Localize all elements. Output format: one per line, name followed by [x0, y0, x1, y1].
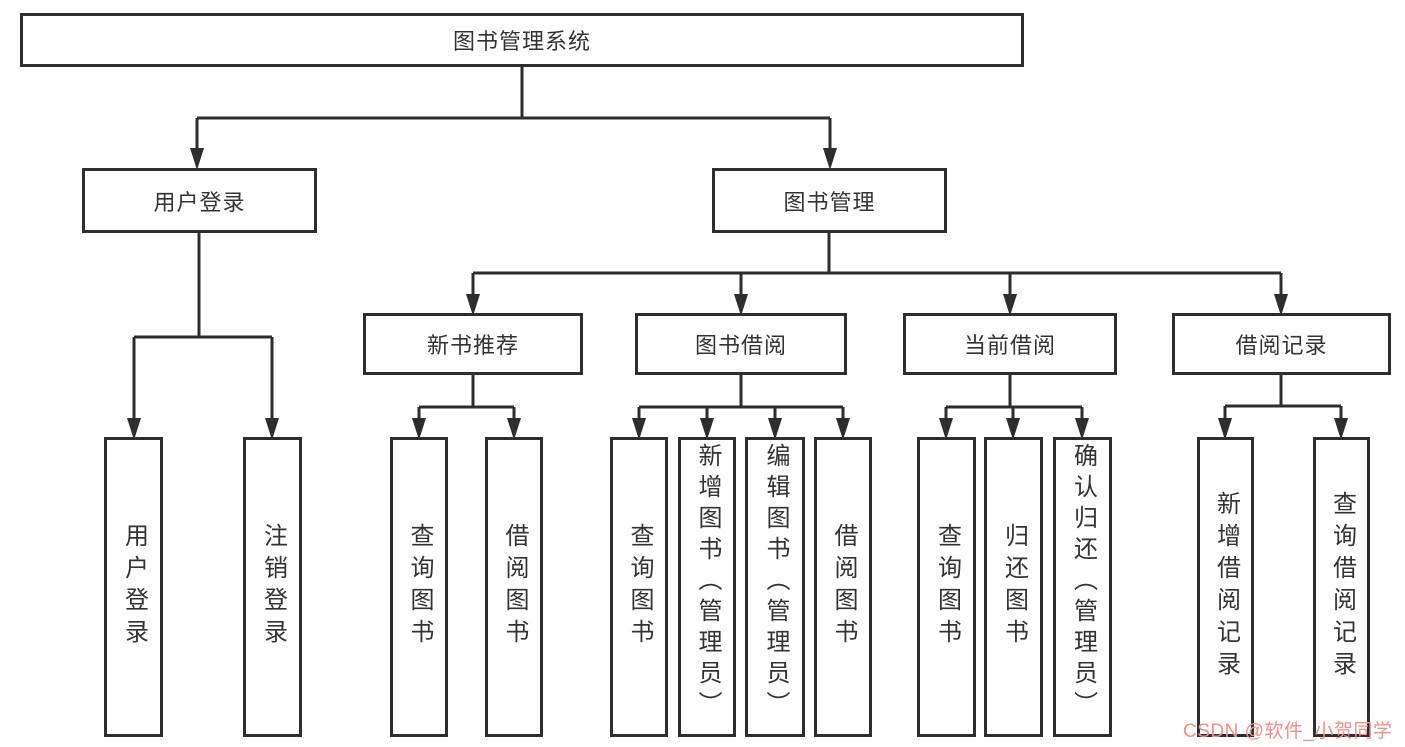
leaf-add-books-admin: 新增图书（管理员） [678, 437, 736, 737]
leaf-user-login: 用户登录 [104, 437, 163, 737]
arrow-icon [1006, 418, 1020, 440]
connector-book-management-branch [471, 232, 1283, 298]
arrow-icon [1075, 418, 1089, 440]
arrow-icon [734, 294, 748, 316]
connector-root-to-level2 [195, 66, 832, 152]
leaf-query-books-current: 查询图书 [917, 437, 976, 737]
node-book-management: 图书管理 [712, 168, 947, 233]
arrow-icon [265, 418, 279, 440]
arrow-icon [1003, 294, 1017, 316]
leaf-borrow-books: 借阅图书 [814, 437, 872, 737]
connector-current-borrow-branch [944, 374, 1084, 422]
leaf-edit-books-admin: 编辑图书（管理员） [745, 437, 805, 737]
arrow-icon [939, 418, 953, 440]
node-user-login: 用户登录 [82, 168, 317, 233]
connector-user-login-branch [132, 232, 274, 422]
arrow-icon [466, 294, 480, 316]
node-library-management-system: 图书管理系统 [20, 13, 1024, 67]
connector-borrow-record-branch [1223, 374, 1343, 422]
arrow-icon [768, 418, 782, 440]
arrow-icon [700, 418, 714, 440]
leaf-label: 确认归还（管理员） [1069, 443, 1097, 722]
leaf-label: 用户登录 [120, 523, 148, 651]
arrow-icon [1218, 418, 1232, 440]
leaf-return-books: 归还图书 [984, 437, 1043, 737]
leaf-label: 归还图书 [1000, 523, 1028, 651]
leaf-borrow-books-recommend: 借阅图书 [485, 437, 543, 737]
leaf-query-borrow-record: 查询借阅记录 [1313, 437, 1370, 737]
leaf-label: 借阅图书 [830, 523, 857, 651]
arrow-icon [127, 418, 141, 440]
leaf-label: 查询图书 [933, 523, 961, 651]
connector-book-borrow-branch [637, 374, 845, 422]
arrowheads [127, 148, 1348, 440]
watermark: CSDN @软件_小贺同学 [1183, 721, 1393, 742]
arrow-icon [1274, 294, 1288, 316]
node-borrowing-records: 借阅记录 [1172, 313, 1391, 375]
leaf-query-books-recommend: 查询图书 [390, 437, 448, 737]
leaf-label: 借阅图书 [501, 523, 528, 651]
node-new-book-recommend: 新书推荐 [363, 313, 583, 375]
arrow-icon [836, 418, 850, 440]
leaf-confirm-return-admin: 确认归还（管理员） [1053, 437, 1112, 737]
leaf-label: 查询图书 [626, 523, 653, 651]
leaf-label: 查询图书 [406, 523, 433, 651]
node-book-borrowing: 图书借阅 [635, 313, 847, 375]
leaf-label: 新增图书（管理员） [694, 443, 721, 722]
leaf-query-books-borrow: 查询图书 [610, 437, 668, 737]
leaf-label: 新增借阅记录 [1212, 491, 1240, 683]
leaf-logout: 注销登录 [243, 437, 302, 737]
arrow-icon [1334, 418, 1348, 440]
connector-new-book-branch [417, 374, 516, 422]
arrow-icon [823, 148, 837, 170]
arrow-icon [412, 418, 426, 440]
arrow-icon [632, 418, 646, 440]
leaf-label: 查询借阅记录 [1328, 491, 1356, 683]
leaf-label: 注销登录 [259, 523, 287, 651]
arrow-icon [190, 148, 204, 170]
leaf-label: 编辑图书（管理员） [762, 443, 789, 722]
leaf-add-borrow-record: 新增借阅记录 [1197, 437, 1254, 737]
arrow-icon [507, 418, 521, 440]
node-current-borrowing: 当前借阅 [903, 313, 1117, 375]
